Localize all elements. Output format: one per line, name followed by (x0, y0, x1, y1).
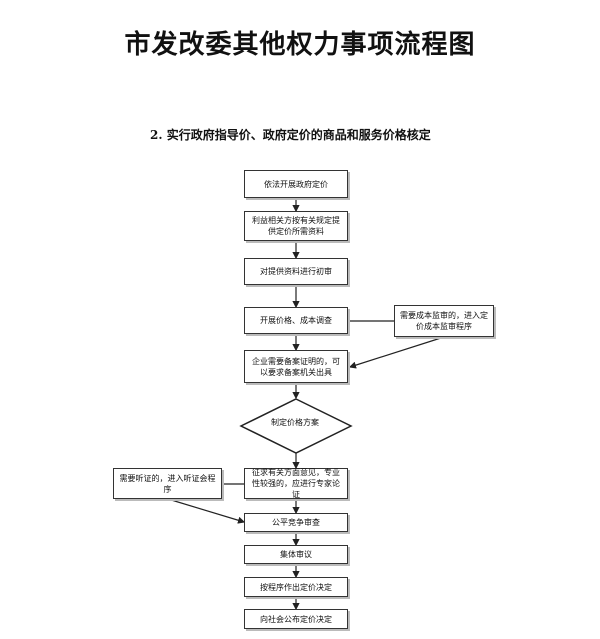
arrow-hearing-step8 (167, 498, 246, 524)
side-note-cost-audit: 需要成本监审的，进入定价成本监审程序 (394, 305, 494, 337)
flow-step-5: 企业需要备案证明的，可以要求备案机关出具 (244, 350, 348, 383)
flow-step-8: 公平竞争审查 (244, 513, 348, 532)
side-note-hearing: 需要听证的，进入听证会程序 (113, 468, 222, 499)
flow-step-11: 向社会公布定价决定 (244, 609, 348, 629)
arrow-cost-audit-step5 (348, 336, 445, 369)
flow-step-2: 利益相关方按有关规定提供定价所需资料 (244, 211, 348, 241)
flow-step-10: 按程序作出定价决定 (244, 577, 348, 597)
decision-label: 制定价格方案 (271, 418, 319, 427)
flow-step-1: 依法开展政府定价 (244, 170, 348, 198)
flow-step-7: 征求有关方面意见，专业性较强的，应进行专家论证 (244, 468, 348, 499)
page-title: 市发改委其他权力事项流程图 (124, 30, 476, 60)
flow-step-4: 开展价格、成本调查 (244, 307, 348, 334)
decision-diamond (239, 398, 353, 454)
flow-step-3: 对提供资料进行初审 (244, 258, 348, 285)
section-title: 2. 实行政府指导价、政府定价的商品和服务价格核定 (150, 128, 431, 142)
flow-step-9: 集体审议 (244, 545, 348, 564)
